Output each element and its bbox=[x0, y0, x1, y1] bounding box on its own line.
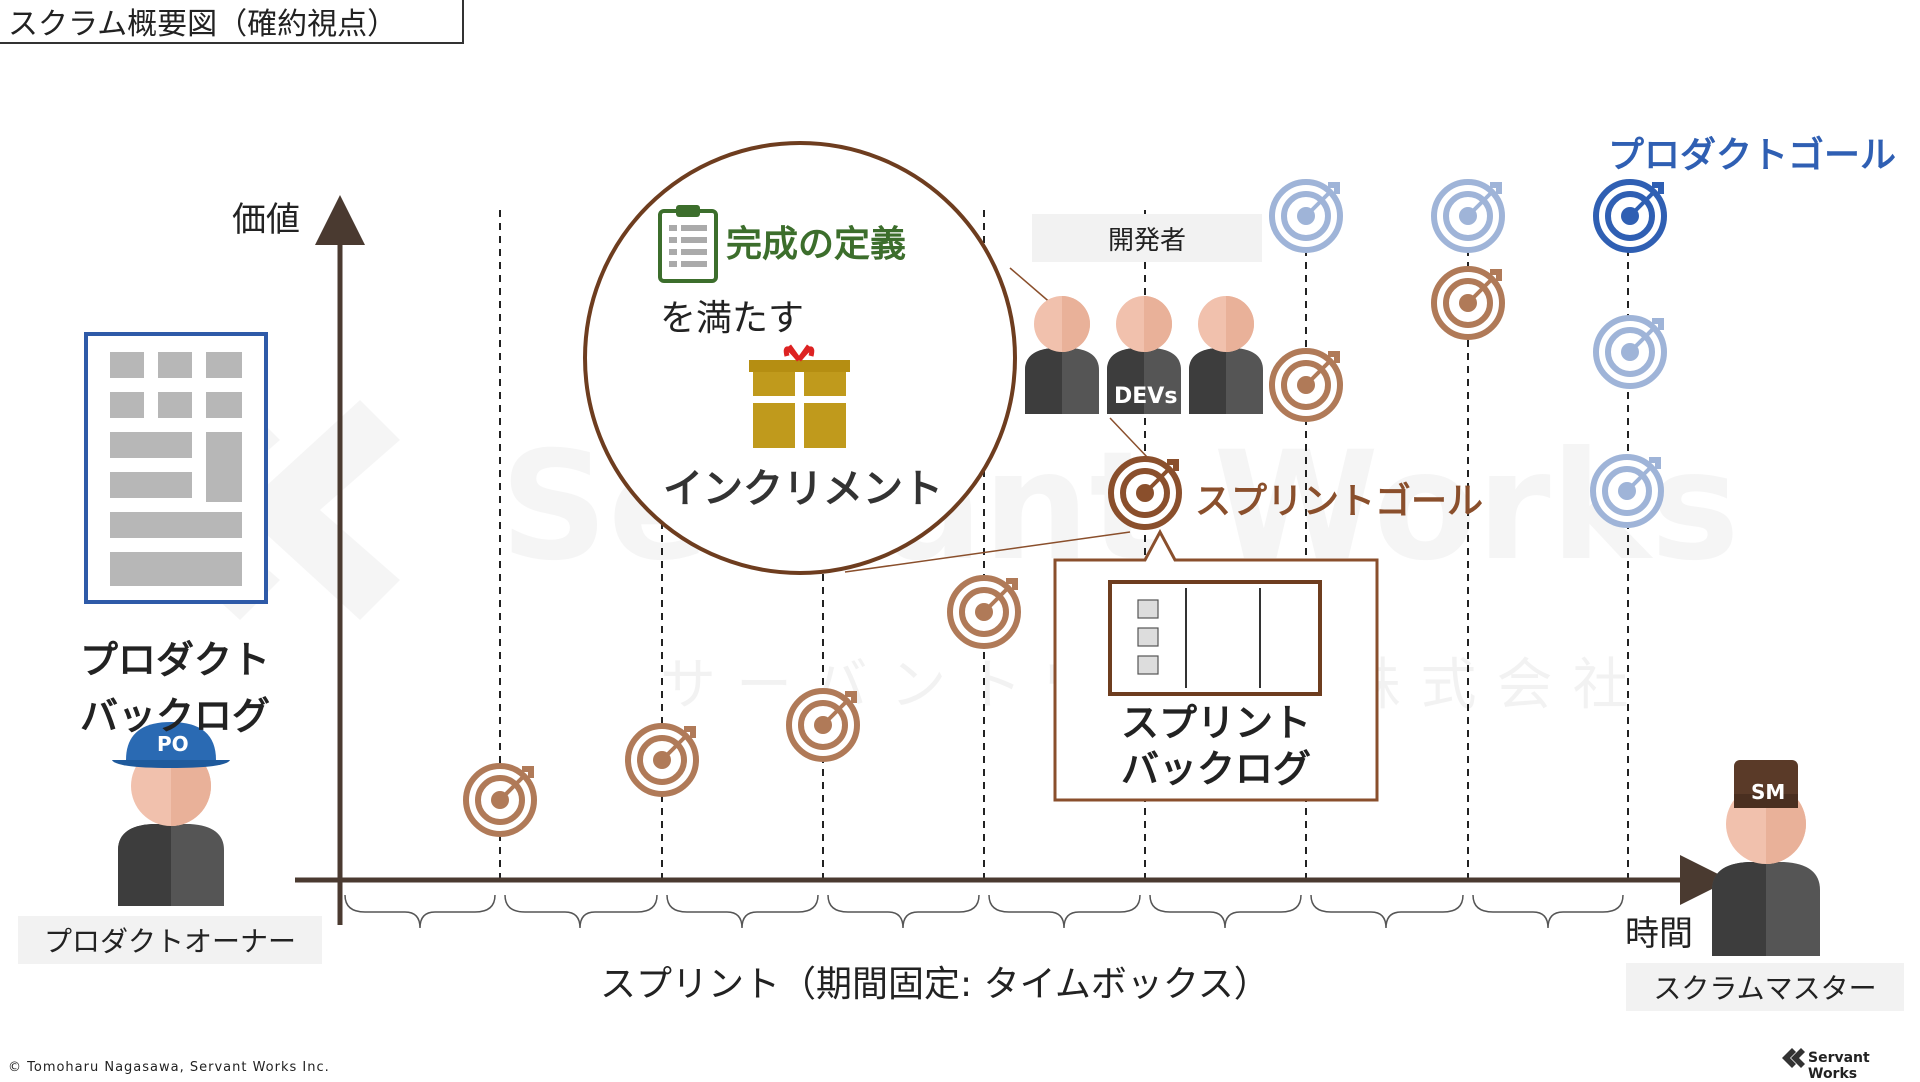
page-title: スクラム概要図（確約視点） bbox=[0, 0, 464, 44]
future-goal-target bbox=[1269, 179, 1343, 253]
clipboard-icon bbox=[658, 205, 718, 283]
future-goal-target bbox=[1431, 179, 1505, 253]
sprint-backlog-card bbox=[1053, 528, 1379, 802]
footer-logo-text: Servant Works bbox=[1808, 1050, 1870, 1082]
product-backlog-label: プロダクト バックログ bbox=[80, 632, 270, 744]
sprint-goal-target bbox=[786, 688, 860, 762]
product-backlog-document bbox=[84, 332, 268, 604]
product-backlog-line2: バックログ bbox=[80, 694, 271, 738]
sprint-goal-target bbox=[625, 723, 699, 797]
scrum-master-label: スクラムマスター bbox=[1626, 963, 1904, 1011]
sprint-goal-target bbox=[463, 763, 537, 837]
scrum-master-figure bbox=[1712, 760, 1820, 956]
definition-of-done-subtitle: を満たす bbox=[660, 298, 805, 339]
developers-group bbox=[1025, 296, 1263, 414]
future-goal-target bbox=[1593, 315, 1667, 389]
devs-label: DEVs bbox=[1114, 384, 1178, 409]
product-backlog-line1: プロダクト bbox=[80, 638, 271, 682]
sprint-goal-target bbox=[947, 575, 1021, 649]
sprint-caption: スプリント（期間固定: タイムボックス） bbox=[600, 964, 1270, 1005]
sprint-goal-label: スプリントゴール bbox=[1195, 481, 1484, 522]
sprint-backlog-line1: スプリント bbox=[1120, 701, 1311, 745]
product-owner-label: プロダクトオーナー bbox=[18, 916, 322, 964]
po-cap-label: PO bbox=[157, 732, 189, 756]
current-sprint-goal-target bbox=[1108, 456, 1182, 530]
developers-header: 開発者 bbox=[1032, 214, 1262, 262]
sprint-braces bbox=[344, 894, 1624, 929]
definition-of-done-title: 完成の定義 bbox=[726, 224, 907, 265]
product-owner-figure bbox=[112, 722, 230, 906]
sprint-goal-target bbox=[1431, 266, 1505, 340]
increment-label: インクリメント bbox=[663, 466, 943, 512]
product-goal-label: プロダクトゴール bbox=[1608, 135, 1897, 176]
sprint-goal-target bbox=[1269, 348, 1343, 422]
sprint-backlog-label: スプリント バックログ bbox=[1118, 700, 1314, 792]
y-axis-label: 価値 bbox=[232, 200, 300, 240]
sprint-backlog-line2: バックログ bbox=[1120, 747, 1311, 791]
x-axis-label: 時間 bbox=[1625, 914, 1693, 954]
product-goal-target bbox=[1593, 179, 1667, 253]
future-goal-target bbox=[1590, 454, 1664, 528]
copyright-text: © Tomoharu Nagasawa, Servant Works Inc. bbox=[8, 1060, 330, 1075]
footer-logo-icon bbox=[1782, 1048, 1805, 1068]
sm-cap-label: SM bbox=[1751, 780, 1786, 804]
gift-icon bbox=[749, 344, 850, 448]
